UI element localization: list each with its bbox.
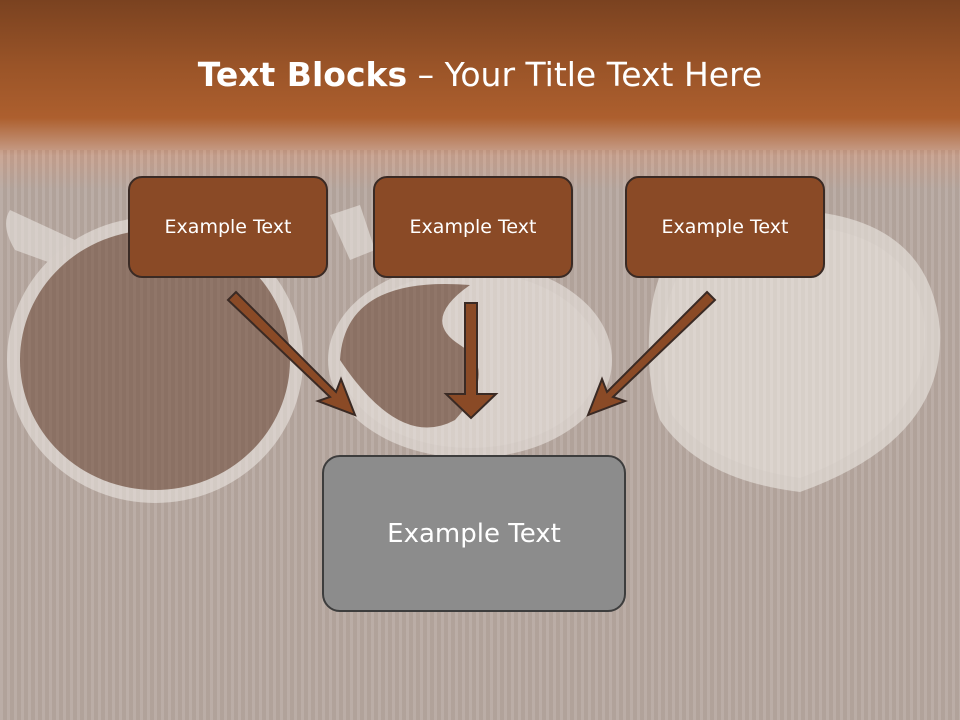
arrow-right [586, 290, 717, 417]
arrow-center [443, 302, 499, 420]
middle-cup-handle [330, 205, 375, 260]
title-bold: Text Blocks [197, 55, 408, 94]
title-separator: – [407, 55, 445, 94]
title-band [0, 0, 960, 190]
title-normal: Your Title Text Here [444, 55, 763, 94]
right-cup-milk [663, 224, 926, 478]
text-block-1[interactable]: Example Text [128, 176, 328, 278]
target-block-label: Example Text [387, 518, 561, 549]
target-block[interactable]: Example Text [322, 455, 626, 612]
text-block-3-label: Example Text [661, 216, 789, 238]
text-block-3[interactable]: Example Text [625, 176, 825, 278]
slide-title: Text Blocks – Your Title Text Here [0, 50, 960, 100]
middle-cup-swirl [340, 283, 479, 428]
text-block-1-label: Example Text [164, 216, 292, 238]
text-block-2-label: Example Text [409, 216, 537, 238]
text-block-2[interactable]: Example Text [373, 176, 573, 278]
left-cup-coffee [20, 230, 290, 490]
arrow-left [226, 290, 357, 417]
